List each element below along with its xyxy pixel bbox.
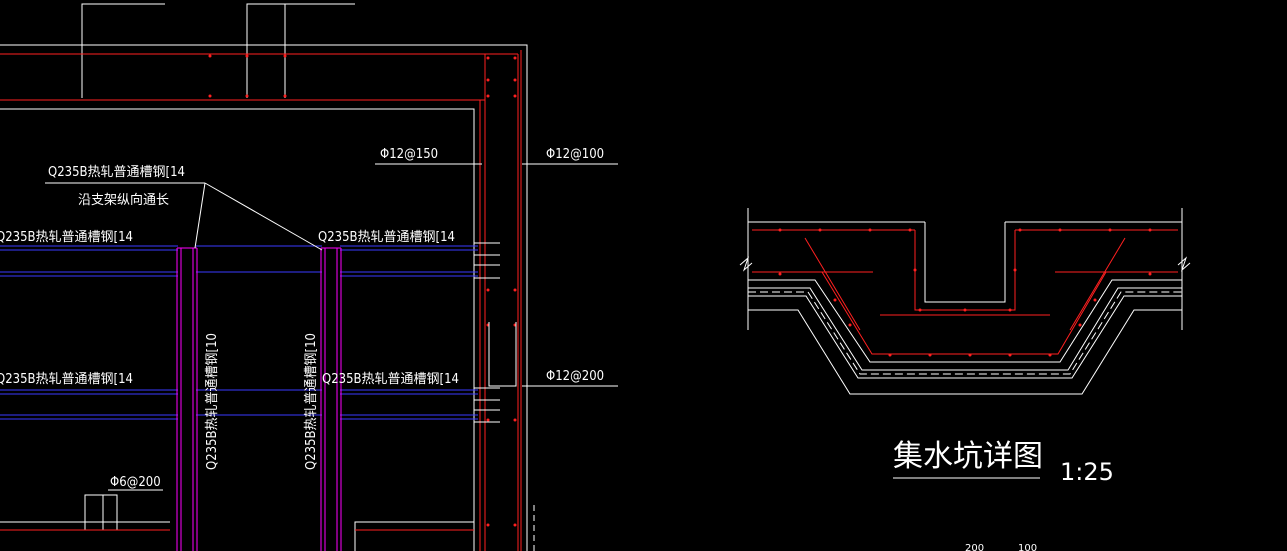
pit-outline xyxy=(739,208,1191,395)
label-channel-vert-1: Q235B热轧普通槽钢[10 xyxy=(205,333,220,470)
bottom-slab xyxy=(0,494,474,551)
anchor-bolts xyxy=(474,242,517,423)
channel-row-2 xyxy=(0,389,478,420)
label-channel-vert-2: Q235B热轧普通槽钢[10 xyxy=(304,333,319,470)
pit-dashed-layer xyxy=(748,291,1182,375)
dim-b: 100 xyxy=(1018,543,1037,551)
rebar-dots xyxy=(208,54,517,527)
support-frame-drawing: Q235B热轧普通槽钢[14 沿支架纵向通长 Q235B热轧普通槽钢[14 Q2… xyxy=(0,3,618,551)
label-channel-left-2: Q235B热轧普通槽钢[14 xyxy=(0,372,133,387)
sump-pit-detail: 集水坑详图 1:25 200 100 xyxy=(739,208,1191,551)
label-rebar-100: Φ12@100 xyxy=(546,147,604,162)
pit-rebar xyxy=(752,229,1178,355)
top-reference-lines xyxy=(81,3,355,98)
leader-lines xyxy=(45,163,618,491)
slab-rebar xyxy=(0,50,522,551)
label-along-support: 沿支架纵向通长 xyxy=(78,192,169,208)
detail-title: 集水坑详图 xyxy=(893,439,1043,474)
detail-scale: 1:25 xyxy=(1060,458,1114,486)
label-rebar-150: Φ12@150 xyxy=(380,147,438,162)
label-channel-left-1: Q235B热轧普通槽钢[14 xyxy=(0,230,133,245)
label-rebar-6-200: Φ6@200 xyxy=(110,475,161,490)
label-channel-top: Q235B热轧普通槽钢[14 xyxy=(48,165,185,180)
slab-outline xyxy=(0,44,528,551)
label-channel-mid-2: Q235B热轧普通槽钢[14 xyxy=(322,372,459,387)
pit-rebar-dots xyxy=(778,228,1152,357)
dim-a: 200 xyxy=(965,543,984,551)
label-rebar-200: Φ12@200 xyxy=(546,369,604,384)
label-channel-mid-1: Q235B热轧普通槽钢[14 xyxy=(318,230,455,245)
channel-row-1 xyxy=(0,245,478,277)
vertical-channels xyxy=(176,247,342,551)
